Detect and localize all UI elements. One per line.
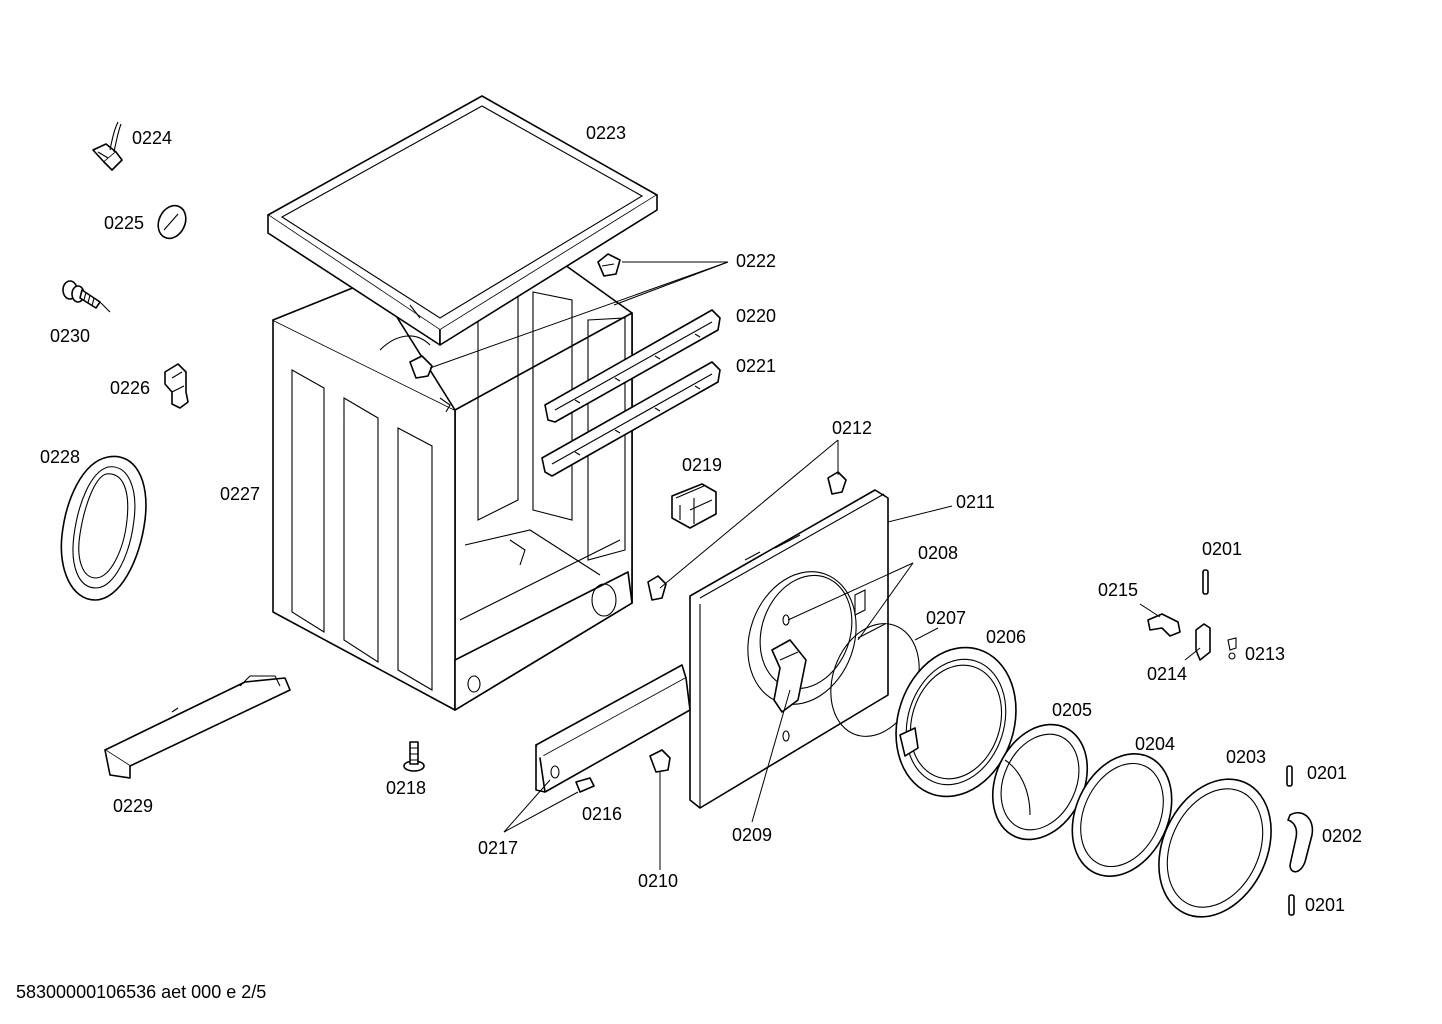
label-0205: 0205 [1052, 700, 1092, 720]
label-0210: 0210 [638, 871, 678, 891]
part-0212-clip [827, 471, 847, 495]
label-0204: 0204 [1135, 734, 1175, 754]
document-footer: 58300000106536 aet 000 e 2/5 [16, 982, 266, 1002]
part-0220-support-rail [544, 309, 721, 423]
part-0227-cabinet [272, 261, 633, 711]
label-0203: 0203 [1226, 747, 1266, 767]
label-0217: 0217 [478, 838, 518, 858]
part-0223-worktop [267, 95, 658, 346]
label-0219: 0219 [682, 455, 722, 475]
label-0214: 0214 [1147, 664, 1187, 684]
part-0206-door-frame-inner [895, 646, 1017, 798]
label-0222: 0222 [736, 251, 776, 271]
label-0229: 0229 [113, 796, 153, 816]
part-0205-door-glass [991, 723, 1089, 841]
part-0226-bracket [164, 363, 189, 409]
part-0215-hook [1147, 613, 1181, 637]
part-0216-pin [575, 777, 595, 793]
label-0208: 0208 [918, 543, 958, 563]
label-0209: 0209 [732, 825, 772, 845]
label-0201-top: 0201 [1202, 539, 1242, 559]
label-0215: 0215 [1098, 580, 1138, 600]
part-0204-door-frame-outer [1071, 753, 1173, 877]
part-0210-fitting [649, 749, 671, 773]
part-0222-hinge [597, 253, 621, 277]
label-0201-middle: 0201 [1307, 763, 1347, 783]
part-0213-screw [1227, 637, 1237, 660]
part-labels: 0224 0225 0230 0226 0228 0227 0229 0223 … [16, 123, 1362, 1002]
part-0218-adjustable-foot [403, 741, 425, 772]
label-0212: 0212 [832, 418, 872, 438]
part-0221-support-rail [541, 361, 721, 477]
label-0207: 0207 [926, 608, 966, 628]
label-0225: 0225 [104, 213, 144, 233]
label-0223: 0223 [586, 123, 626, 143]
label-0213: 0213 [1245, 644, 1285, 664]
label-0227: 0227 [220, 484, 260, 504]
label-0201-bottom: 0201 [1305, 895, 1345, 915]
part-0214-catch [1195, 623, 1211, 661]
part-0202-door-handle [1287, 811, 1314, 873]
label-0220: 0220 [736, 306, 776, 326]
part-0217-plinth-panel [535, 664, 691, 793]
part-0201-pins [1202, 569, 1295, 916]
label-0211: 0211 [956, 492, 995, 512]
part-0224-cable-clip [92, 121, 123, 171]
part-0219-door-lock [671, 483, 717, 529]
part-0212b-clip [647, 575, 667, 601]
label-0202: 0202 [1322, 826, 1362, 846]
label-0224: 0224 [132, 128, 172, 148]
label-0228: 0228 [40, 447, 80, 467]
part-0209-door-hinge [771, 639, 807, 713]
part-0229-bottom-panel [104, 675, 291, 779]
label-0226: 0226 [110, 378, 150, 398]
part-0225-round-cover [157, 204, 187, 240]
label-0221: 0221 [736, 356, 776, 376]
part-0228-porthole-seal [60, 455, 147, 601]
label-0230: 0230 [50, 326, 90, 346]
part-0203-door-ring [1158, 778, 1272, 918]
label-0218: 0218 [386, 778, 426, 798]
leader-lines [429, 261, 1201, 870]
label-0206: 0206 [986, 627, 1026, 647]
label-0216: 0216 [582, 804, 622, 824]
part-0230-bolt [62, 280, 111, 313]
